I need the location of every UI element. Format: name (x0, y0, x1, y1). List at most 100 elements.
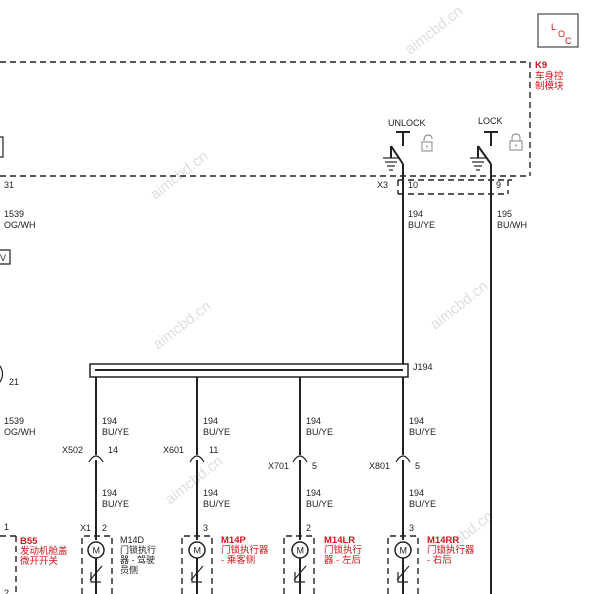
device-name-line: - 乘客侧 (221, 554, 255, 566)
b55-device: 1 B55 发动机舱盖 微开开关 2 (0, 522, 68, 594)
branch-connector-pin: 14 (108, 445, 118, 455)
x3-pin-10: 10 (408, 180, 418, 190)
actuator-arrow-icon (190, 565, 204, 581)
device-name-line: 门锁执行 (324, 544, 363, 556)
branch-device-pin: 3 (203, 523, 208, 533)
left-box-fragment-mid (0, 249, 11, 265)
device-name-line: 门锁执行器 (427, 544, 475, 556)
loc-box[interactable]: L O C (537, 13, 579, 48)
device-id: M14P (221, 535, 246, 546)
branch-wire2-num: 194 (306, 488, 321, 498)
module-k9-outline (0, 61, 531, 177)
device-name-line: 器 - 驾驶 (120, 554, 155, 565)
watermark: aimcbd.cn (402, 3, 466, 58)
watermarks: aimcbd.cn aimcbd.cn aimcbd.cn aimcbd.cn … (147, 3, 496, 563)
branch-connector-pin: 11 (209, 445, 218, 455)
left-box-fragment-label: V (0, 253, 6, 263)
b55-id: B55 (20, 536, 38, 547)
branch-device-connector: X1 (80, 523, 91, 533)
branch-connector-name: X601 (163, 445, 184, 455)
branch-device-pin: 3 (409, 523, 414, 533)
device-name-line: 员侧 (120, 564, 138, 575)
left-wire-num-2: 1539 (4, 416, 24, 426)
device-name-line: 门锁执行器 (221, 544, 269, 556)
watermark: aimcbd.cn (427, 278, 491, 333)
actuator-arrow-icon (89, 565, 103, 581)
motor-symbol-text: M (400, 546, 408, 556)
lock-label: LOCK (478, 116, 503, 126)
actuator-arrow-icon (396, 565, 410, 581)
left-pin-31: 31 (4, 180, 14, 190)
connector-symbol (395, 455, 411, 463)
actuator-arrow-icon (293, 565, 307, 581)
branch-wire2-color: BU/YE (203, 499, 230, 509)
branch-wire2-num: 194 (102, 488, 117, 498)
branch-wire2-color: BU/YE (409, 499, 436, 509)
x3-pin-9: 9 (496, 180, 501, 190)
branch-wire2-color: BU/YE (102, 499, 129, 509)
left-box-fragment-top (0, 136, 4, 158)
lock-switch: LOCK (470, 116, 503, 176)
branch-wire2-color: BU/YE (306, 499, 333, 509)
connector-symbol (189, 455, 205, 463)
branch-connector-name: X701 (268, 461, 289, 471)
loc-letter-o: O (558, 29, 565, 39)
splice-j194: J194 (89, 362, 433, 378)
upper-wire-194-color: BU/YE (408, 220, 435, 230)
device-id: M14D (120, 535, 145, 545)
branch-wire-num: 194 (409, 416, 424, 426)
branch-wire2-num: 194 (203, 488, 218, 498)
device-id: M14RR (427, 535, 459, 546)
upper-wire-195-color: BU/WH (497, 220, 527, 230)
branch-wire-color: BU/YE (203, 427, 230, 437)
branch-connector-name: X502 (62, 445, 83, 455)
connector-symbol (88, 455, 104, 463)
left-wire-color-2: OG/WH (4, 427, 36, 437)
branch-wire-color: BU/YE (409, 427, 436, 437)
left-pin-21: 21 (9, 377, 19, 387)
device-name-line: - 右后 (427, 554, 452, 566)
device-name-line: 器 - 左后 (324, 554, 361, 566)
branch-wire-color: BU/YE (306, 427, 333, 437)
device-id: M14LR (324, 535, 355, 546)
unlock-padlock-icon (421, 134, 433, 152)
branch-wire-num: 194 (102, 416, 117, 426)
b55-pin: 1 (4, 522, 9, 532)
branch-device-pin: 2 (102, 523, 107, 533)
b55-name-line2: 微开开关 (20, 555, 59, 567)
branch-connector-pin: 5 (312, 461, 317, 471)
branch-wire-num: 194 (203, 416, 218, 426)
module-id: K9 (535, 60, 547, 71)
branch-connector-pin: 5 (415, 461, 420, 471)
loc-letter-l: L (551, 22, 556, 32)
b55-name-line1: 发动机舱盖 (20, 545, 68, 557)
branch-wire-num: 194 (306, 416, 321, 426)
watermark: aimcbd.cn (150, 298, 214, 353)
unlock-switch: UNLOCK (383, 118, 426, 176)
branch-wire-color: BU/YE (102, 427, 129, 437)
motor-symbol-text: M (93, 546, 101, 556)
bottom-pin-2: 2 (4, 588, 9, 594)
motor-symbol-text: M (194, 546, 202, 556)
module-name-line1: 车身控 (535, 70, 564, 82)
branch-connector-name: X801 (369, 461, 390, 471)
left-wire-num-1: 1539 (4, 209, 24, 219)
lock-padlock-icon (509, 133, 523, 151)
splice-label: J194 (413, 362, 433, 372)
device-name-line: 门锁执行 (120, 544, 156, 555)
x3-connector: X3 10 9 (377, 179, 512, 195)
connector-symbol (292, 455, 308, 463)
x3-label: X3 (377, 180, 388, 190)
motor-symbol-text: M (297, 546, 305, 556)
branch-wire2-num: 194 (409, 488, 424, 498)
module-name-line2: 制模块 (535, 80, 564, 92)
loc-letter-c: C (565, 36, 572, 46)
unlock-label: UNLOCK (388, 118, 426, 128)
upper-wire-194-num: 194 (408, 209, 423, 219)
